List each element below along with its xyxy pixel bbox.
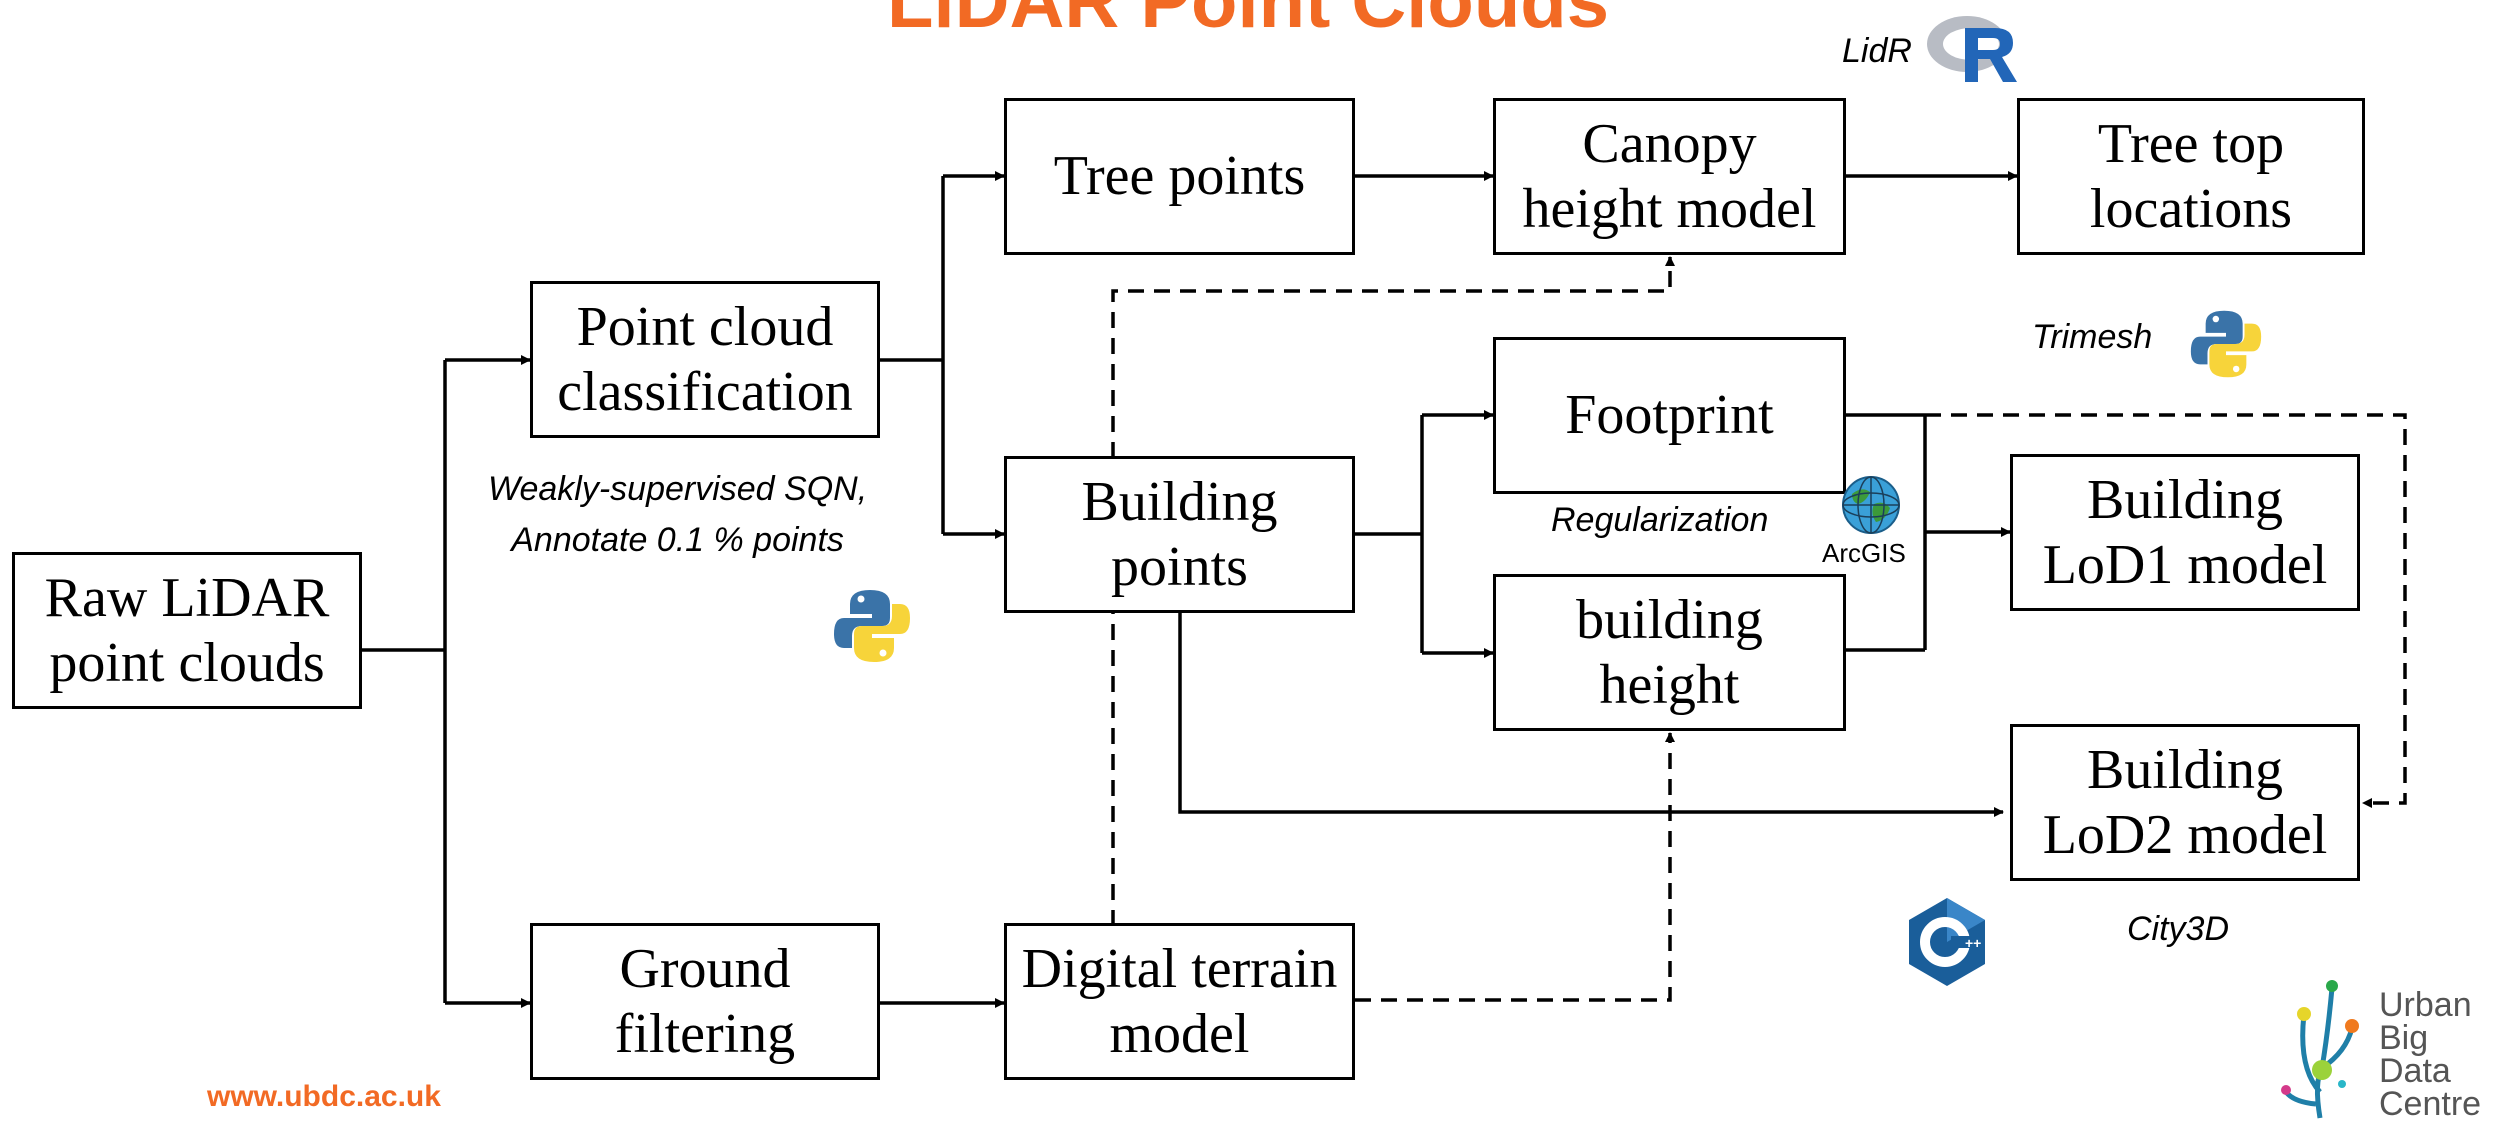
node-ground-filtering: Ground filtering xyxy=(530,923,880,1080)
svg-text:++: ++ xyxy=(1965,935,1981,951)
annotation-sqn: Weakly-supervised SQN, Annotate 0.1 % po… xyxy=(488,470,868,559)
python-logo-icon xyxy=(2190,310,2262,378)
python-logo-icon xyxy=(834,590,910,662)
node-digital-terrain-model: Digital terrain model xyxy=(1004,923,1355,1080)
cpp-logo-icon: ++ xyxy=(1909,898,1985,986)
arcgis-label: ArcGIS xyxy=(1822,538,1906,568)
org-name-line: Urban xyxy=(2379,986,2472,1024)
edge-building-lod2 xyxy=(1178,613,2004,817)
ubdc-logo-icon xyxy=(2281,980,2359,1119)
edge-dtm-bheight-dashed xyxy=(1355,732,1675,1002)
node-tree-top-locations: Tree top locations xyxy=(2017,98,2365,255)
annotation-lidr: LidR xyxy=(1842,32,1912,70)
node-point-cloud-classification: Point cloud classification xyxy=(530,281,880,438)
annotation-city3d: City3D xyxy=(2127,910,2230,948)
node-canopy-height-model: Canopy height model xyxy=(1493,98,1846,255)
r-logo-icon xyxy=(1927,16,2017,82)
footer-website-link[interactable]: www.ubdc.ac.uk xyxy=(207,1080,441,1113)
org-name-line: Big xyxy=(2379,1019,2429,1057)
edge-building-split xyxy=(1355,415,1424,653)
annotation-regularization: Regularization xyxy=(1551,501,1769,539)
node-footprint: Footprint xyxy=(1493,337,1846,494)
org-name-line: Data xyxy=(2379,1052,2451,1090)
node-building-lod1: Building LoD1 model xyxy=(2010,454,2360,611)
node-building-points: Building points xyxy=(1004,456,1355,613)
page-title: LiDAR Point Clouds xyxy=(887,0,1609,44)
node-raw-lidar: Raw LiDAR point clouds xyxy=(12,552,362,709)
edge-classification-split xyxy=(880,176,945,534)
edge-footprint-lod2-dashed xyxy=(1925,413,2407,808)
node-building-height: building height xyxy=(1493,574,1846,731)
annotation-trimesh: Trimesh xyxy=(2032,318,2153,356)
node-tree-points: Tree points xyxy=(1004,98,1355,255)
edge-raw-split xyxy=(362,360,447,1003)
node-building-lod2: Building LoD2 model xyxy=(2010,724,2360,881)
arcgis-globe-icon xyxy=(1842,476,1900,534)
org-name-line: Centre xyxy=(2379,1085,2482,1123)
